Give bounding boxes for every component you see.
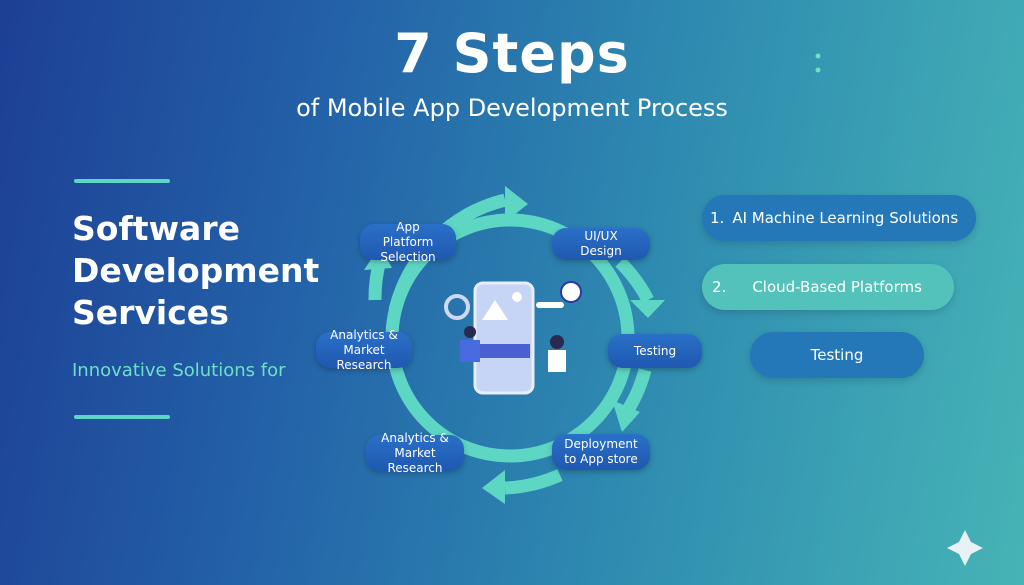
step-analytics-left: Analytics & Market Research — [316, 328, 412, 372]
decor-dot — [815, 53, 821, 59]
step-app-platform-selection: App Platform Selection — [360, 220, 456, 264]
arrow-head — [482, 470, 505, 504]
page-title: 7 Steps — [394, 22, 630, 85]
cycle-arrow — [615, 257, 654, 304]
heading-line: Software — [72, 209, 240, 248]
arrow-head — [612, 400, 640, 432]
services-heading: Software Development Services — [72, 208, 319, 334]
service-item-cloud: 2. Cloud-Based Platforms — [702, 264, 954, 310]
services-subheading: Innovative Solutions for — [72, 360, 286, 381]
service-item-testing: Testing — [750, 332, 924, 378]
item-label: AI Machine Learning Solutions — [732, 209, 959, 227]
step-analytics-bottom: Analytics & Market Research — [366, 431, 464, 475]
step-ui-ux-design: UI/UX Design — [552, 228, 650, 260]
step-deployment: Deployment to App store — [552, 434, 650, 470]
item-label: Testing — [810, 346, 864, 364]
arrow-head — [505, 186, 528, 222]
heading-line: Services — [72, 293, 229, 332]
arrow-head — [630, 300, 665, 318]
divider — [74, 415, 170, 419]
cycle-arrow — [504, 469, 563, 495]
cycle-arrow — [622, 368, 652, 414]
sparkle-icon — [947, 530, 983, 566]
item-number: 2. — [712, 278, 727, 296]
item-label: Cloud-Based Platforms — [752, 278, 922, 296]
item-number: 1. — [710, 209, 725, 227]
divider — [74, 179, 170, 183]
heading-line: Development — [72, 251, 320, 290]
decor-dot — [815, 67, 821, 73]
service-item-ai: 1. AI Machine Learning Solutions — [702, 195, 976, 241]
page-subtitle: of Mobile App Development Process — [296, 94, 728, 122]
phone-illustration — [444, 281, 582, 395]
step-testing: Testing — [608, 334, 702, 368]
